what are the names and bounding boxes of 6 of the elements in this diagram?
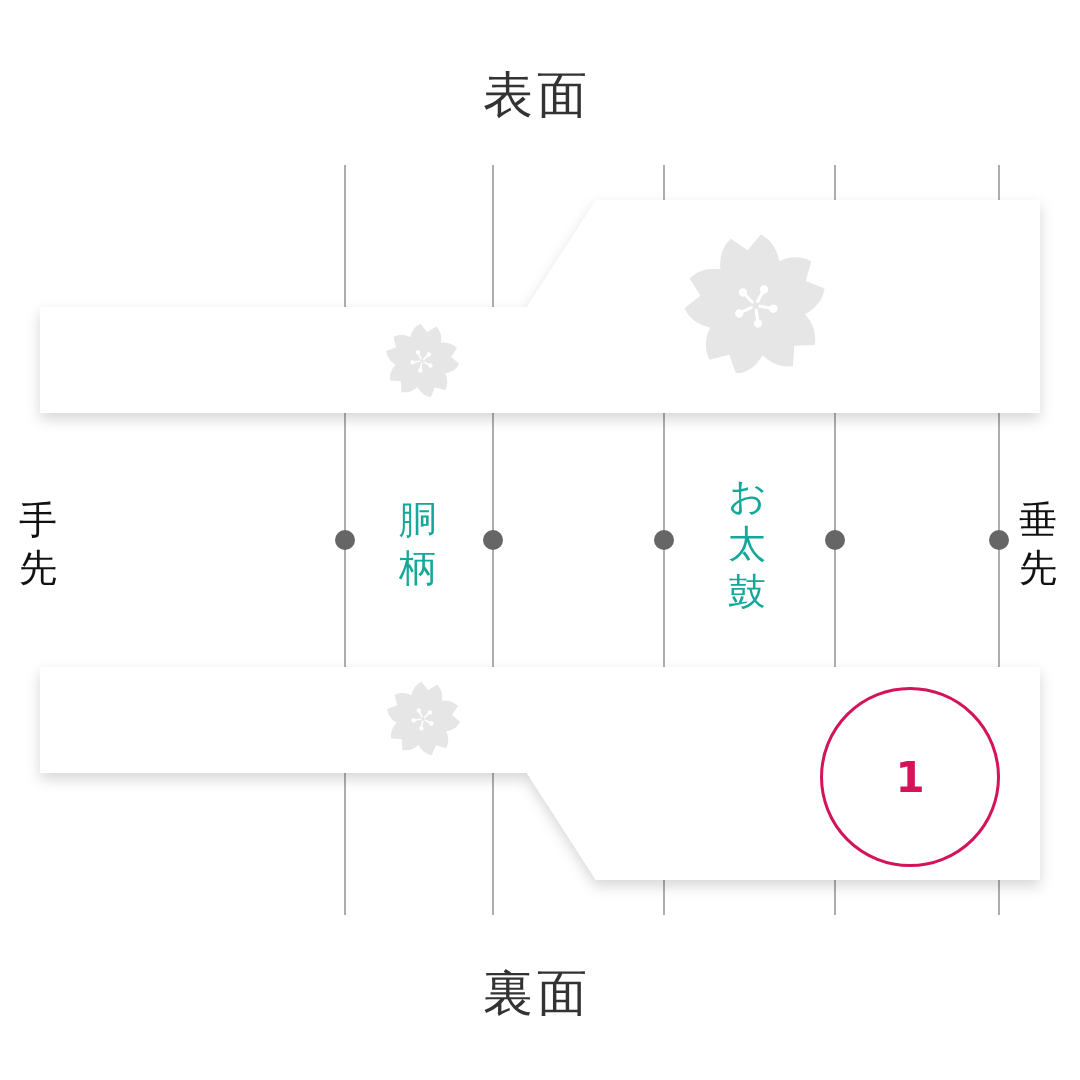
section-label: お太鼓 bbox=[728, 473, 766, 616]
end-label: 手先 bbox=[19, 497, 57, 592]
end-label: 垂先 bbox=[1019, 497, 1057, 592]
heading: 裏面 bbox=[483, 963, 591, 1023]
heading: 表面 bbox=[483, 65, 591, 125]
section-label: 胴柄 bbox=[399, 497, 437, 592]
